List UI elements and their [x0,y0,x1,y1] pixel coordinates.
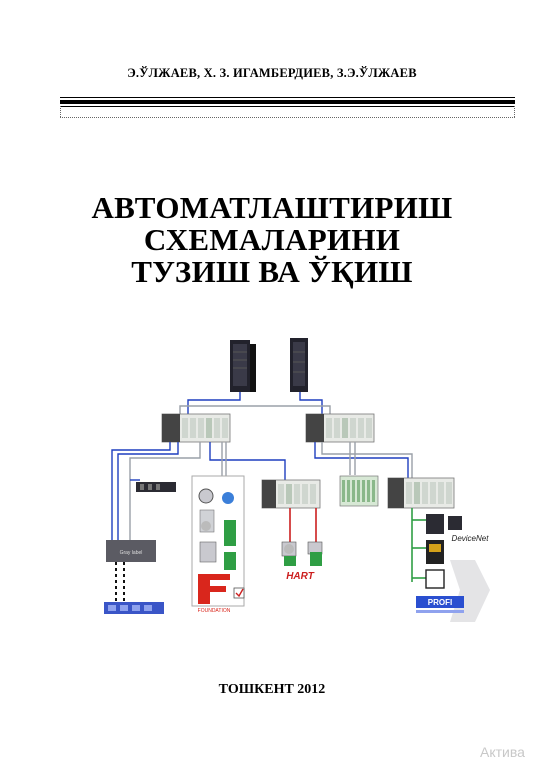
header-rule-dotted-right [514,106,515,117]
terminal-block-icon [339,475,379,507]
blue-rack-icon [104,602,164,614]
foundation-logo: FOUNDATION [198,574,245,614]
book-title-line-3: ТУЗИШ ВА ЎҚИШ [131,254,413,289]
automation-network-diagram: Gray label FOUNDATION [104,338,490,622]
header-rule-thin-bottom [60,106,515,107]
header-rule-thick [60,100,515,104]
gray-box-label: Gray label [120,550,143,556]
server-icon [290,338,308,392]
hart-instruments [281,541,323,566]
controller-icon [387,477,455,509]
book-title-line-1: АВТОМАТЛАШТИРИШ [91,190,453,225]
field-bus-lines [111,442,413,540]
controller-icon [305,413,375,443]
server-icon [230,340,256,392]
activation-watermark: Актива [480,744,525,760]
devicenet-lines [411,508,426,582]
header-rule-dotted-left [60,106,61,117]
controller-icon [261,479,321,509]
profibus-label: PROFI [428,598,452,607]
city-year: ТОШКЕНТ 2012 [218,682,326,697]
upper-network-lines [179,392,331,418]
book-title: АВТОМАТЛАШТИРИШ СХЕМАЛАРИНИ ТУЗИШ ВА ЎҚИ… [0,192,544,288]
profibus-logo: PROFI [416,596,464,613]
foundation-label: FOUNDATION [198,608,231,614]
device-icons [425,514,462,589]
book-title-line-2: СХЕМАЛАРИНИ [143,222,401,257]
header-rule-thin-top [60,97,515,98]
dashed-connectors [115,562,125,602]
io-module-icon [136,482,176,492]
hart-label: HART [286,571,314,582]
authors-line: Э.ЎЛЖАЕВ, Х. З. ИГАМБЕРДИЕВ, З.Э.ЎЛЖАЕВ [127,66,417,80]
gray-label-box: Gray label [106,540,156,562]
hart-lines [289,508,317,542]
header-rule-dotted [60,117,515,118]
devicenet-label: DeviceNet [452,534,490,543]
controller-icon [161,413,231,443]
